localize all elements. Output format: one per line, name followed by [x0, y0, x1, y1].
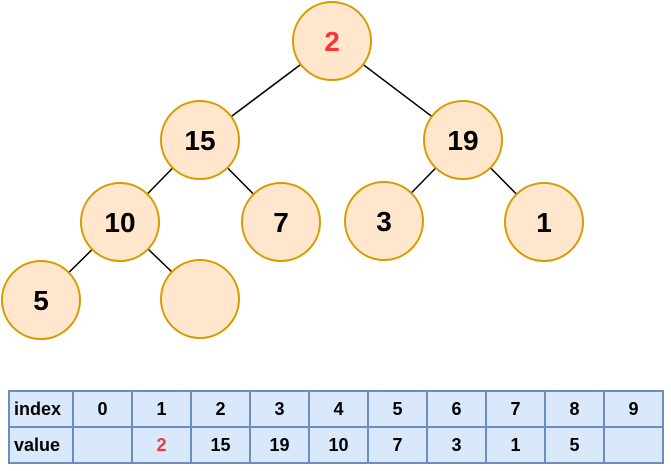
tree-node-label: 15	[184, 125, 215, 156]
tree-node-circle	[160, 100, 240, 180]
row-header-index: index	[8, 390, 74, 428]
index-cell-7: 7	[485, 390, 546, 428]
tree-node-10: 10	[80, 182, 160, 262]
tree-node-circle	[292, 1, 372, 81]
value-cell-8: 5	[544, 426, 605, 464]
value-cell-1: 2	[131, 426, 192, 464]
tree-node-1: 1	[504, 182, 584, 262]
index-cell-1: 1	[131, 390, 192, 428]
value-cell-5: 7	[367, 426, 428, 464]
tree-node-empty	[160, 259, 240, 339]
index-cell-5: 5	[367, 390, 428, 428]
tree-node-15: 15	[160, 100, 240, 180]
value-cell-6: 3	[426, 426, 487, 464]
index-cell-3: 3	[249, 390, 310, 428]
tree-node-circle	[241, 182, 321, 262]
tree-node-circle	[80, 182, 160, 262]
index-cell-2: 2	[190, 390, 251, 428]
value-cell-3: 19	[249, 426, 310, 464]
tree-node-label: 3	[376, 206, 392, 237]
tree-node-circle	[504, 182, 584, 262]
tree-node-5: 5	[1, 260, 81, 340]
tree-node-circle	[423, 100, 503, 180]
tree-node-label: 2	[324, 26, 340, 57]
tree-node-circle	[344, 181, 424, 261]
index-cell-4: 4	[308, 390, 369, 428]
value-cell-2: 15	[190, 426, 251, 464]
index-cell-8: 8	[544, 390, 605, 428]
tree-node-label: 1	[536, 207, 552, 238]
tree-node-label: 7	[273, 207, 289, 238]
index-cell-0: 0	[72, 390, 133, 428]
value-cell-7: 1	[485, 426, 546, 464]
tree-node-label: 10	[104, 207, 135, 238]
tree-node-circle	[160, 259, 240, 339]
row-header-value: value	[8, 426, 74, 464]
tree-node-circle	[1, 260, 81, 340]
tree-node-label: 5	[33, 285, 49, 316]
tree-node-2: 2	[292, 1, 372, 81]
value-cell-9	[603, 426, 664, 464]
tree-node-7: 7	[241, 182, 321, 262]
index-cell-9: 9	[603, 390, 664, 428]
tree-node-19: 19	[423, 100, 503, 180]
tree-node-3: 3	[344, 181, 424, 261]
tree-node-label: 19	[447, 125, 478, 156]
index-cell-6: 6	[426, 390, 487, 428]
value-cell-0	[72, 426, 133, 464]
value-cell-4: 10	[308, 426, 369, 464]
